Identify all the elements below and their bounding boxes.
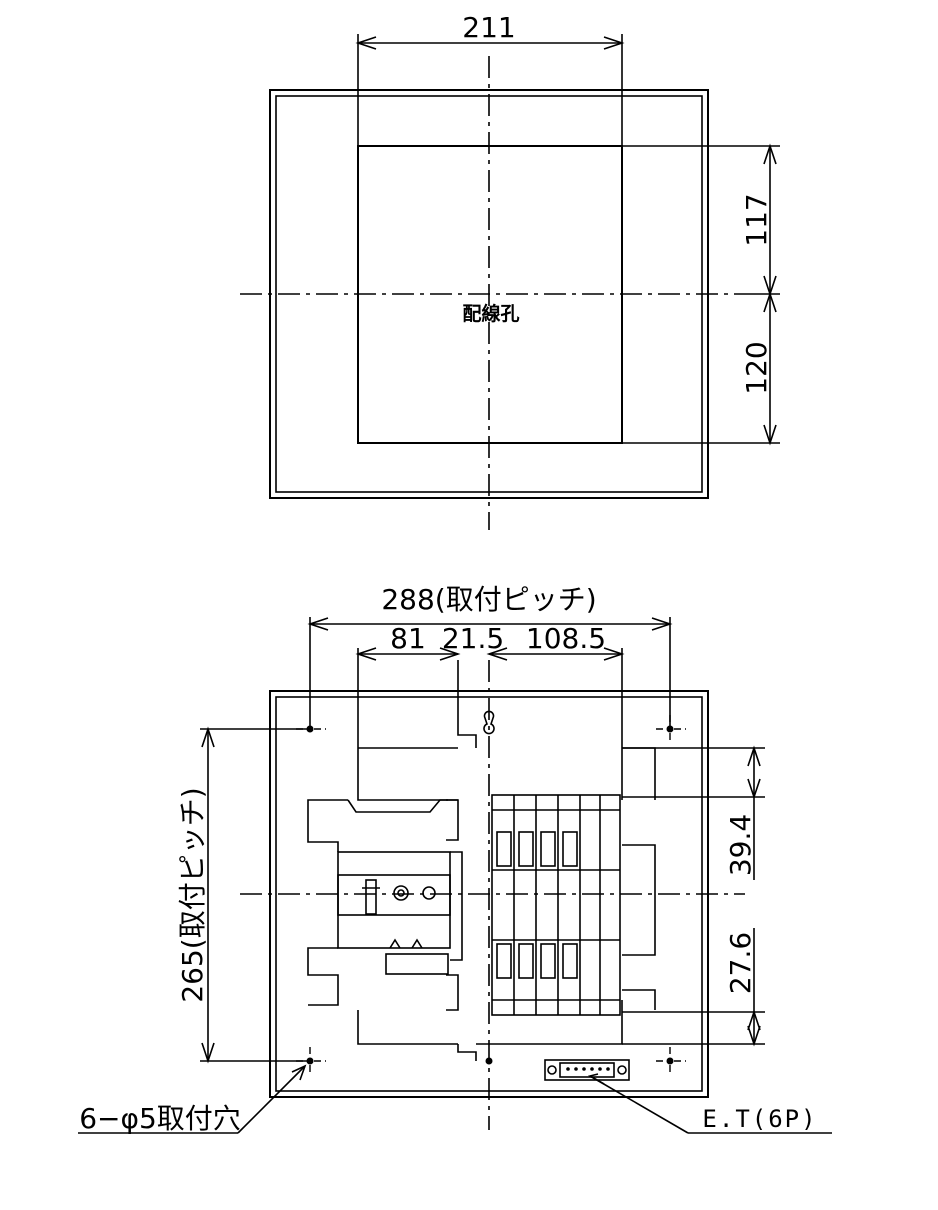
top-view: 211 117 120 配線孔 — [240, 11, 780, 530]
dim-117-arrow-top — [763, 143, 777, 165]
branch-breaker-handle-5 — [496, 943, 512, 979]
main-breaker-screw-2 — [422, 886, 436, 900]
dim-211-label: 211 — [462, 11, 515, 44]
branch-breaker-handle-7 — [540, 943, 556, 979]
dim-108-5-label: 108.5 — [526, 622, 606, 655]
branch-breaker-handle-2 — [518, 831, 534, 867]
dim-21-5-label: 21.5 — [442, 622, 504, 655]
branch-breaker-handle-1 — [496, 831, 512, 867]
earth-terminal-body — [544, 1059, 630, 1081]
main-breaker-screw-1 — [393, 885, 409, 901]
branch-breaker-handle-3 — [540, 831, 556, 867]
keyhole-hanger — [483, 710, 495, 735]
leader-mount-holes — [237, 1065, 306, 1134]
dim-81-label: 81 — [390, 622, 426, 655]
dim-211-arrow-right — [603, 36, 625, 50]
mounting-plate — [357, 660, 656, 1061]
mount-hole-bottom-center — [485, 1057, 493, 1065]
earth-terminal-label: E.T(6P) — [702, 1105, 817, 1133]
main-breaker-lever — [365, 879, 377, 915]
main-breaker-body — [337, 851, 451, 949]
main-breaker-tab — [385, 953, 449, 975]
mount-holes-label: 6−φ5取付穴 — [79, 1102, 241, 1135]
branch-breaker-block — [491, 794, 621, 1016]
wiring-hole-label: 配線孔 — [462, 302, 519, 325]
branch-breaker-handle-4 — [562, 831, 578, 867]
dim-120-arrow-bottom — [763, 424, 777, 446]
dim-265-label: 265(取付ピッチ) — [176, 787, 209, 1002]
dim-27-6-label: 27.6 — [724, 932, 757, 994]
dim-117-label: 117 — [740, 193, 773, 246]
dim-288-label: 288(取付ピッチ) — [381, 583, 596, 616]
earth-terminal — [544, 1059, 630, 1081]
dim-120-arrow-top — [763, 291, 777, 313]
branch-breaker-handle-6 — [518, 943, 534, 979]
leader-earth-terminal — [589, 1075, 689, 1134]
dim-211-arrow-left — [355, 36, 377, 50]
dim-120-label: 120 — [740, 341, 773, 394]
branch-breakers — [491, 794, 621, 1016]
branch-breaker-handle-8 — [562, 943, 578, 979]
mounting-holes — [296, 710, 686, 1075]
front-view: 288(取付ピッチ) 81 21.5 108.5 265(取付ピッチ) 39.4… — [78, 583, 832, 1135]
main-breaker — [307, 799, 463, 1011]
dim-39-4-label: 39.4 — [724, 814, 757, 876]
